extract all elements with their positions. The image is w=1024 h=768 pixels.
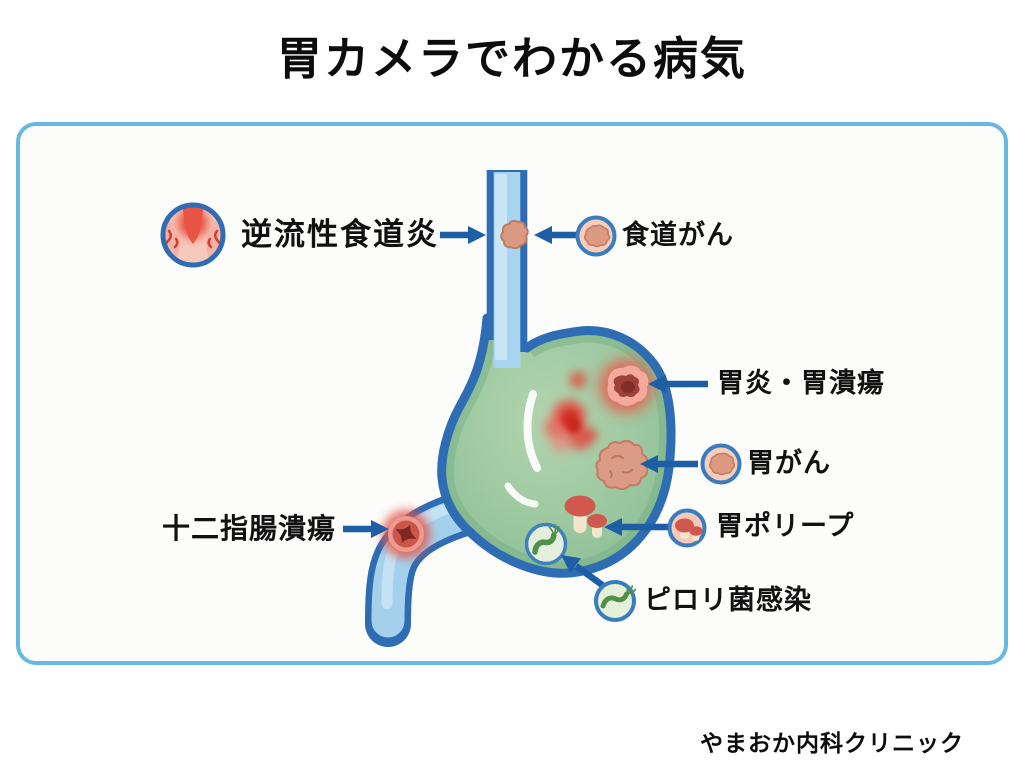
- highlight-shine: [504, 390, 541, 508]
- gastritis-arrow: [648, 375, 708, 393]
- reflux-esophagitis-icon: [157, 199, 229, 271]
- polyp-lesions: [564, 495, 607, 538]
- clinic-name: やまおか内科クリニック: [700, 730, 964, 756]
- esophageal-cancer-icon: [574, 214, 618, 258]
- page-title: 胃カメラでわかる病気: [276, 33, 747, 84]
- gastric-cancer-arrow: [640, 455, 698, 473]
- pylori-bacteria-spot: [524, 522, 568, 566]
- esophageal-cancer-arrow: [534, 226, 579, 244]
- pointer-arrows: [343, 226, 708, 590]
- pylori-bacteria-icon: [592, 578, 638, 624]
- reflux-esophagitis-label: 逆流性食道炎: [241, 217, 439, 252]
- stomach-illustration: [343, 170, 708, 647]
- inflammation-spots: [544, 372, 597, 453]
- duodenal-ulcer-label: 十二指腸潰瘍: [162, 513, 337, 544]
- gastric-polyp-icon: [666, 507, 708, 549]
- stomach-body: [437, 313, 676, 578]
- diagram-panel: 逆流性食道炎 食道がん 胃炎・胃潰瘍 胃がん 胃ポリープ ピロリ菌感染 十二指腸…: [16, 122, 1008, 665]
- esophageal-cancer-lesion: [500, 219, 529, 250]
- gastric-cancer-icon: [699, 442, 743, 486]
- reflux-arrow: [440, 226, 486, 244]
- pylori-infection-label: ピロリ菌感染: [644, 585, 812, 615]
- esophagus-interior: [486, 170, 528, 368]
- duodenal-ulcer-arrow: [343, 520, 389, 538]
- gastric-cancer-label: 胃がん: [747, 448, 831, 478]
- illustration-stage: 逆流性食道炎 食道がん 胃炎・胃潰瘍 胃がん 胃ポリープ ピロリ菌感染 十二指腸…: [20, 126, 1012, 669]
- gastric-ulcer-lesion: [599, 359, 653, 413]
- gastritis-gastric-ulcer-label: 胃炎・胃潰瘍: [717, 368, 885, 398]
- gastric-polyp-label: 胃ポリープ: [716, 511, 855, 541]
- duodenal-ulcer-lesion: [382, 510, 430, 558]
- esophageal-cancer-label: 食道がん: [622, 220, 734, 250]
- polyp-arrow: [604, 518, 670, 536]
- gastric-cancer-lesion: [595, 439, 649, 491]
- duodenum-tube: [365, 489, 491, 647]
- pylori-arrow: [561, 555, 607, 590]
